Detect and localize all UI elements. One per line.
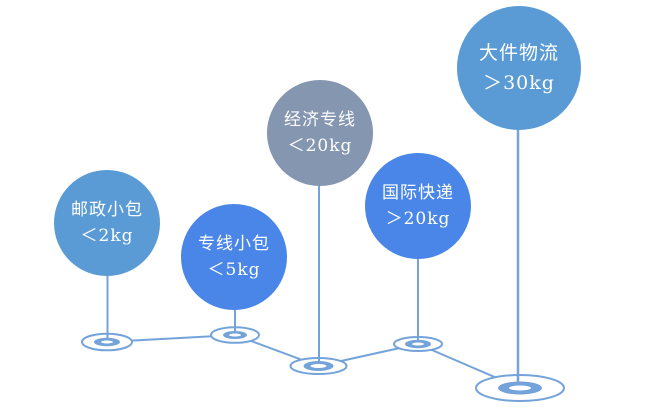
balloon-international-express: 国际快递 ＞20kg <box>365 153 471 259</box>
balloon-label: 经济专线 <box>284 109 356 130</box>
anchor-center-hole-4 <box>412 342 424 346</box>
balloon-label: 邮政小包 <box>71 199 143 220</box>
balloon-postal-parcel: 邮政小包 ＜2kg <box>54 170 160 276</box>
balloon-weight: ＜2kg <box>80 226 134 246</box>
balloon-label: 专线小包 <box>198 233 270 254</box>
balloon-weight: ＞20kg <box>385 209 451 229</box>
anchor-center-hole-5 <box>509 385 531 391</box>
balloon-economy-line: 经济专线 ＜20kg <box>267 80 373 186</box>
anchor-center-hole-2 <box>229 333 241 337</box>
balloon-dedicated-line-parcel: 专线小包 ＜5kg <box>181 204 287 310</box>
balloon-bulky-logistics: 大件物流 ＞30kg <box>457 6 581 130</box>
balloon-label: 大件物流 <box>478 41 559 64</box>
balloon-weight: ＞30kg <box>483 72 555 94</box>
anchor-center-hole-3 <box>310 364 327 368</box>
balloon-weight: ＜5kg <box>207 260 261 280</box>
balloon-weight: ＜20kg <box>287 136 353 156</box>
balloon-label: 国际快递 <box>382 182 454 203</box>
anchor-center-hole-1 <box>101 340 113 344</box>
